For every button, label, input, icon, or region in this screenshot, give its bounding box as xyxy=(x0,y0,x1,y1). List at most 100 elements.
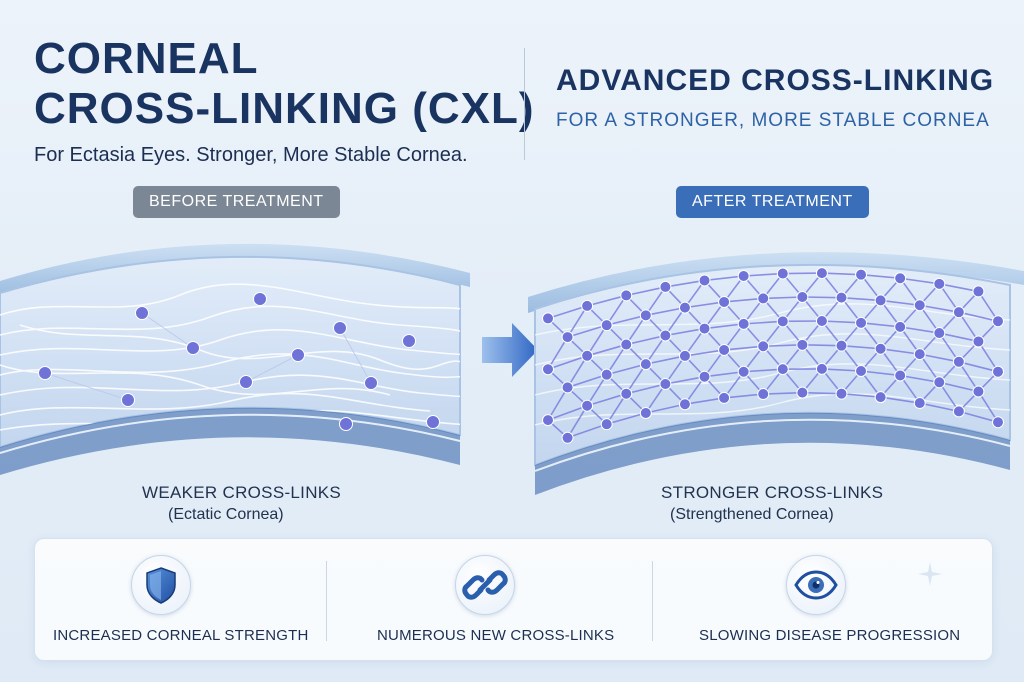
cross-link-node xyxy=(678,349,691,362)
cornea-illustration xyxy=(0,243,1024,495)
cross-link-bond xyxy=(821,272,862,276)
cross-link-bond xyxy=(802,296,842,299)
title-line-2: CROSS-LINKING (CXL) xyxy=(34,84,535,133)
cross-link-node xyxy=(992,315,1004,328)
cross-link-bond xyxy=(626,334,666,346)
eye-icon xyxy=(786,555,846,615)
cross-link-bond xyxy=(547,305,588,320)
cross-link-bond xyxy=(665,279,705,288)
cross-link-node xyxy=(757,340,770,353)
cross-link-bond xyxy=(547,355,588,371)
cross-link-node xyxy=(364,376,378,390)
cross-link-bond xyxy=(724,393,764,399)
cross-link-node xyxy=(815,315,828,328)
cross-link-bond xyxy=(900,326,940,334)
cross-link-bond xyxy=(704,370,744,378)
cross-link-node xyxy=(952,306,965,319)
cross-link-node xyxy=(581,349,594,362)
cross-link-bond xyxy=(900,374,940,384)
cross-link-node xyxy=(855,365,868,378)
cross-link-node xyxy=(992,365,1004,378)
cross-link-node xyxy=(542,414,554,427)
cross-link-node xyxy=(933,376,946,389)
cross-link-node xyxy=(542,312,554,325)
cross-link-node xyxy=(620,338,633,351)
cross-link-bond xyxy=(645,355,686,365)
cross-link-node xyxy=(639,406,652,419)
cross-link-node xyxy=(972,385,985,398)
cross-link-bond xyxy=(626,383,666,395)
subtitle: For Ectasia Eyes. Stronger, More Stable … xyxy=(34,144,468,166)
cross-link-bond xyxy=(626,286,666,297)
cross-link-bond xyxy=(586,324,608,357)
cross-link-node xyxy=(333,321,347,335)
cross-link-bond xyxy=(958,311,999,322)
cross-link-node xyxy=(186,341,200,355)
cross-link-node xyxy=(561,381,574,394)
cross-link-node xyxy=(874,294,887,307)
benefits-panel: INCREASED CORNEAL STRENGTH NUMEROUS NEW … xyxy=(34,538,993,661)
cross-link-bond xyxy=(860,273,901,280)
cross-link-bond xyxy=(763,344,803,348)
cross-link-bond xyxy=(880,347,920,355)
cross-link-node xyxy=(737,365,750,378)
cross-link-node xyxy=(796,338,809,351)
cross-link-node xyxy=(815,267,828,280)
cross-link-node xyxy=(855,268,868,281)
cross-link-bond xyxy=(645,403,686,414)
cross-link-node xyxy=(561,431,574,444)
cross-link-node xyxy=(874,342,887,355)
cross-link-bond xyxy=(566,405,588,439)
cross-link-node xyxy=(972,335,985,348)
cross-link-node xyxy=(952,355,965,368)
cross-link-node xyxy=(894,320,907,333)
cross-link-node xyxy=(659,378,672,391)
cross-link-node xyxy=(600,319,613,332)
cross-link-bond xyxy=(684,349,725,357)
cross-link-bond xyxy=(977,391,999,423)
cross-link-node xyxy=(426,415,440,429)
cross-link-bond xyxy=(567,373,607,389)
cross-link-bond xyxy=(684,397,725,406)
benefit-divider xyxy=(326,561,327,641)
header-divider xyxy=(524,48,525,160)
cross-link-node xyxy=(659,329,672,342)
after-treatment-badge: AFTER TREATMENT xyxy=(676,186,869,218)
cross-link-node xyxy=(894,369,907,382)
cross-link-node xyxy=(121,393,135,407)
cross-link-node xyxy=(952,405,965,418)
cross-link-bond xyxy=(880,396,920,404)
cross-link-bond xyxy=(547,387,569,421)
cross-link-bond xyxy=(919,353,960,363)
cross-link-node xyxy=(855,316,868,329)
cross-link-node xyxy=(581,299,594,312)
before-caption-title: WEAKER CROSS-LINKS xyxy=(142,483,342,502)
cross-link-bond xyxy=(958,410,999,423)
cross-link-node xyxy=(678,301,691,314)
cross-link-bond xyxy=(586,392,627,407)
benefit-divider xyxy=(652,561,653,641)
benefit-label-progression: SLOWING DISEASE PROGRESSION xyxy=(699,627,961,644)
cross-link-node xyxy=(737,270,750,283)
cross-link-node xyxy=(600,418,613,431)
cross-link-bond xyxy=(802,391,842,395)
cross-link-bond xyxy=(606,393,627,425)
cross-link-node xyxy=(874,391,887,404)
cross-link-node xyxy=(776,315,789,328)
cross-link-bond xyxy=(860,322,901,328)
cross-link-bond xyxy=(939,381,979,393)
cross-link-node xyxy=(718,391,731,404)
cross-link-node xyxy=(659,280,672,293)
cross-link-node xyxy=(135,306,149,320)
cross-link-node xyxy=(776,363,789,376)
cross-link-bond xyxy=(547,336,569,370)
cross-link-node xyxy=(992,416,1004,429)
cross-link-node xyxy=(933,277,946,290)
cross-link-node xyxy=(253,292,267,306)
cross-link-node xyxy=(796,386,809,399)
sparkle-icon xyxy=(918,562,942,586)
cross-link-node xyxy=(561,331,574,344)
cross-link-bond xyxy=(743,320,783,325)
cross-link-node xyxy=(239,375,253,389)
cross-link-bond xyxy=(547,404,588,421)
